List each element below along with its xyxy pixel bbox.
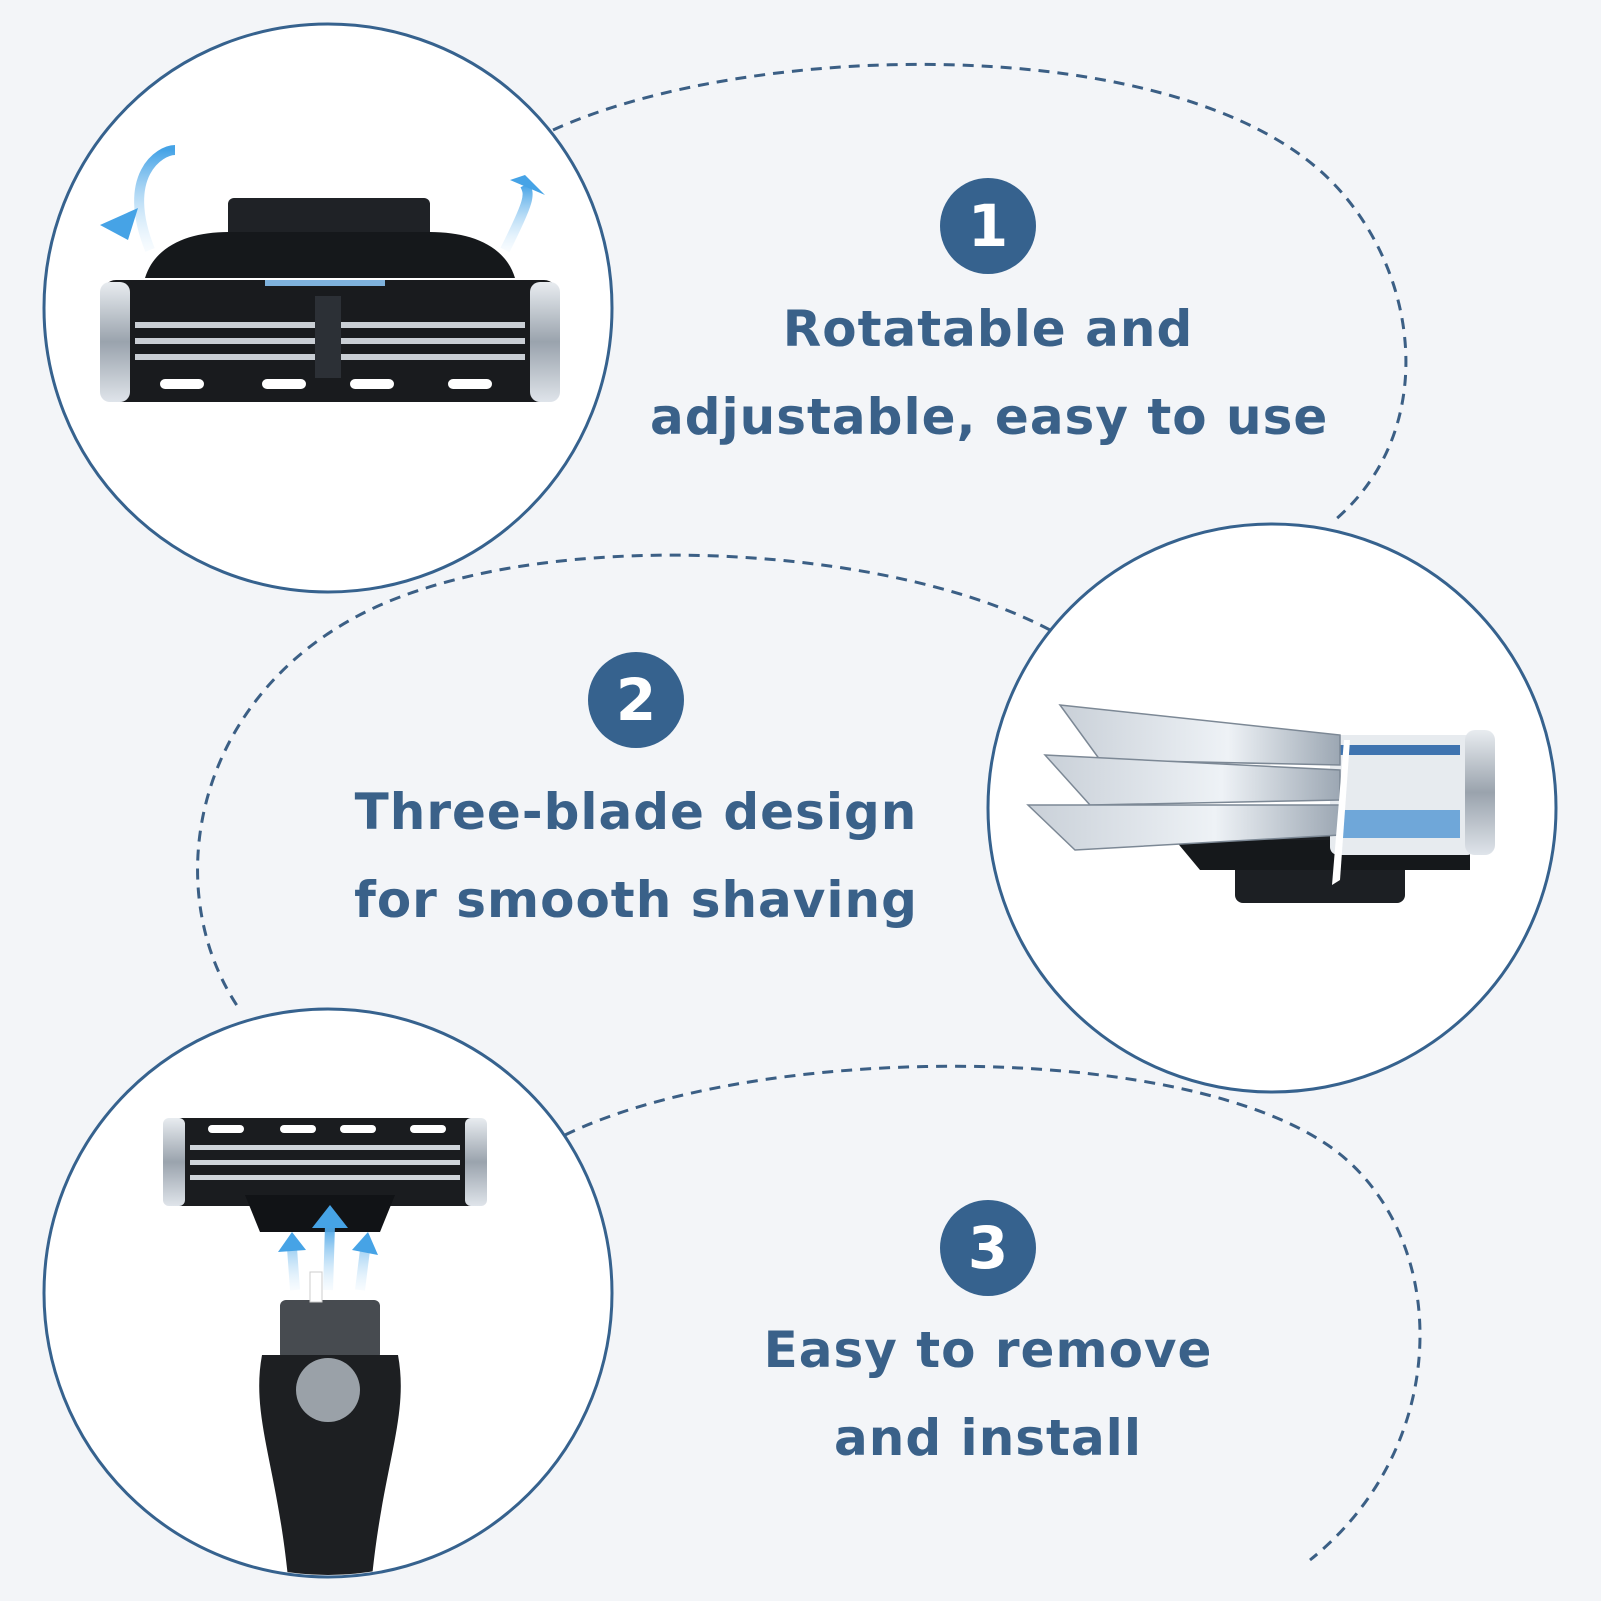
dashed-connectors bbox=[196, 62, 1422, 1562]
feature-1-caption: Rotatable and adjustable, easy to use bbox=[650, 285, 1329, 461]
feature-3-line-2: and install bbox=[834, 1409, 1142, 1467]
feature-3-caption: Easy to remove and install bbox=[700, 1306, 1276, 1482]
dashed-curve-1 bbox=[552, 62, 1408, 522]
three-blade-exploded-icon bbox=[1026, 704, 1495, 903]
feature-1-line-1: Rotatable and bbox=[782, 300, 1194, 358]
feature-3-line-1: Easy to remove bbox=[763, 1321, 1213, 1379]
feature-3-number-badge: 3 bbox=[940, 1200, 1036, 1296]
feature-2-line-1: Three-blade design bbox=[354, 783, 918, 841]
feature-3-image-circle bbox=[42, 1007, 614, 1579]
razor-cartridge-rotating-icon bbox=[100, 145, 560, 402]
feature-2-caption: Three-blade design for smooth shaving bbox=[320, 768, 952, 944]
dashed-curve-3 bbox=[564, 1064, 1422, 1562]
feature-1-number-badge: 1 bbox=[940, 178, 1036, 274]
feature-1-image-circle bbox=[42, 22, 614, 594]
feature-1-line-2: adjustable, easy to use bbox=[650, 388, 1329, 446]
feature-2-image-circle bbox=[986, 522, 1558, 1094]
feature-2-number-badge: 2 bbox=[588, 652, 684, 748]
cartridge-attach-handle-icon bbox=[163, 1118, 487, 1575]
feature-2-line-2: for smooth shaving bbox=[354, 871, 918, 929]
